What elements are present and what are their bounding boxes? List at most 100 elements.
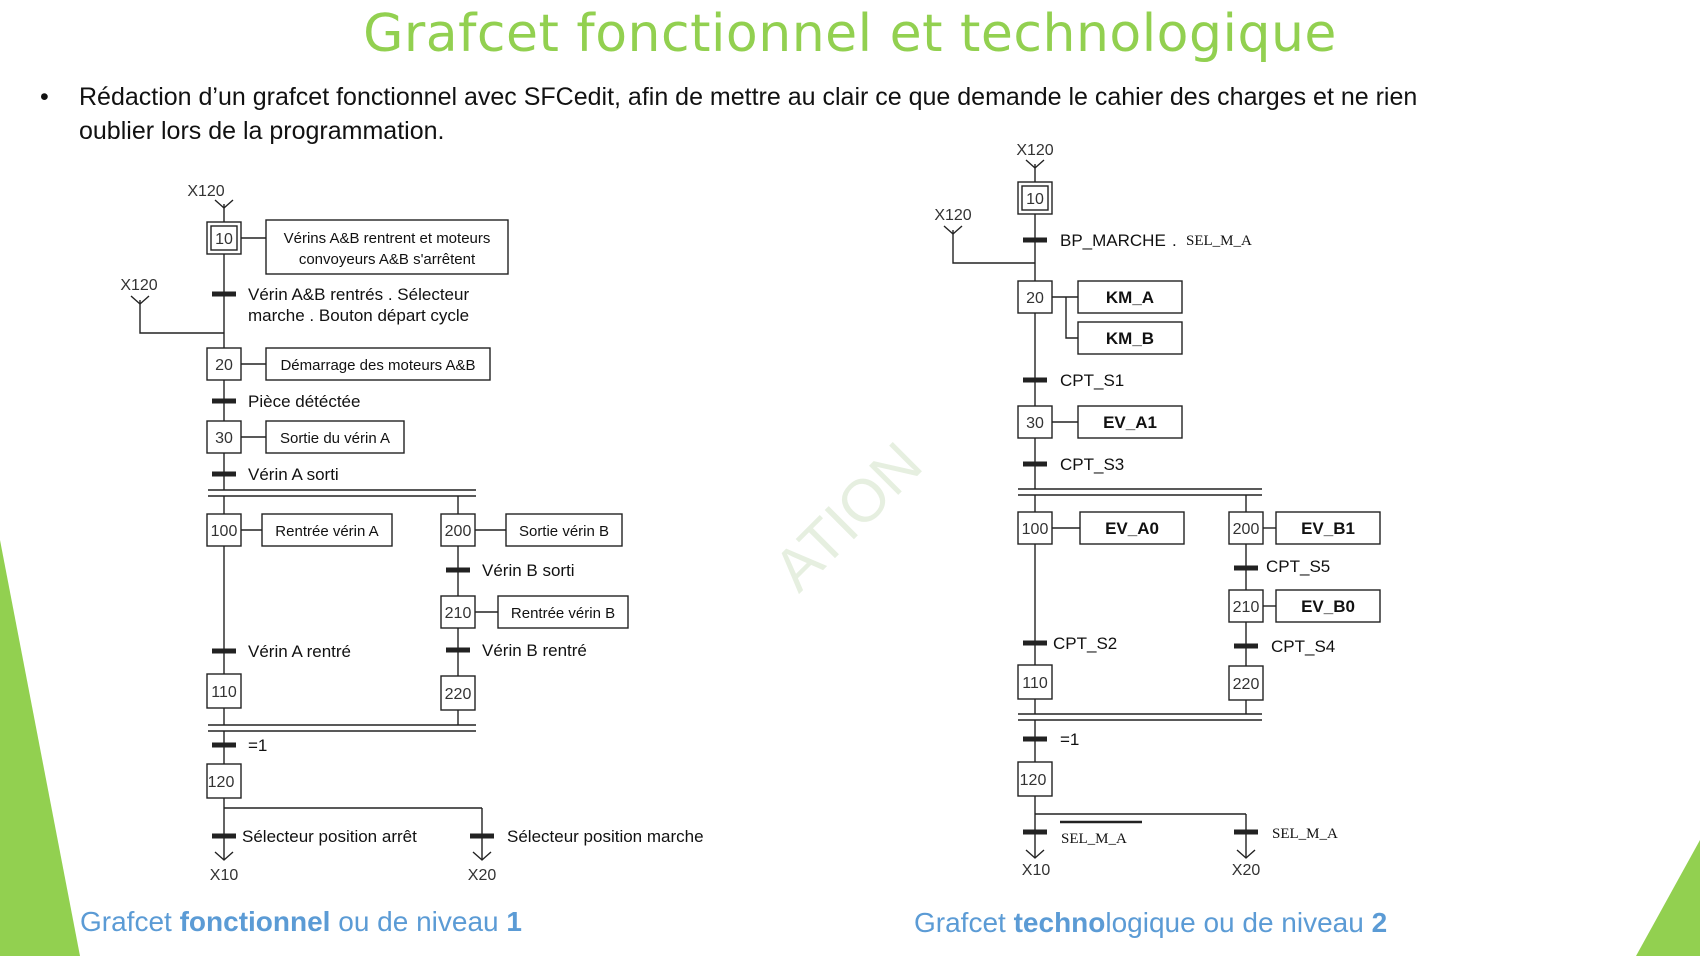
caption-functional: Grafcet fonctionnel ou de niveau 1	[80, 906, 522, 938]
caption-technological-pre: Grafcet	[914, 907, 1014, 938]
t-t-30: CPT_S3	[1060, 455, 1124, 474]
f-action-200-text: Sortie vérin B	[519, 523, 609, 540]
f-t-20: Pièce détéctée	[248, 392, 360, 411]
t-step-120-label: 120	[1020, 772, 1047, 789]
technological-grafcet: X120 10 BP_MARCHE . SEL_M_A X120 20 KM_A	[934, 142, 1381, 879]
f-action-100	[261, 513, 393, 547]
t-action-20-b-text: KM_B	[1106, 329, 1154, 348]
t-step-30-label: 30	[1026, 415, 1044, 432]
t-action-200	[1275, 511, 1381, 545]
t-step-200-label: 200	[1233, 521, 1260, 538]
caption-functional-post: ou de niveau	[330, 906, 507, 937]
f-action-10-line2: convoyeurs A&B s'arrêtent	[299, 251, 476, 268]
f-action-30-text: Sortie du vérin A	[280, 430, 390, 447]
bullet-symbol: •	[40, 83, 49, 111]
t-ref-loop: X120	[934, 207, 971, 224]
functional-grafcet: X120 10 Vérins A&B rentrent et moteurs c…	[120, 183, 704, 884]
f-step-100-label: 100	[211, 523, 238, 540]
t-step-220	[1228, 665, 1264, 701]
t-t-100: CPT_S2	[1053, 634, 1117, 653]
f-action-210	[497, 595, 629, 629]
f-step-20-label: 20	[215, 357, 233, 374]
t-t-120-left: SEL_M_A	[1061, 831, 1127, 847]
f-t-10-line1: Vérin A&B rentrés . Sélecteur	[248, 285, 469, 304]
f-t-10-line2: marche . Bouton départ cycle	[248, 306, 469, 325]
t-action-210	[1275, 589, 1381, 623]
t-out-left: X10	[1022, 862, 1051, 879]
t-action-20-a	[1077, 280, 1183, 314]
f-t-100: Vérin A rentré	[248, 642, 351, 661]
caption-functional-bold: fonctionnel	[179, 906, 331, 937]
f-ref-loop: X120	[120, 277, 157, 294]
t-action-100	[1079, 511, 1185, 545]
t-step-30	[1017, 405, 1053, 439]
f-action-210-text: Rentrée vérin B	[511, 605, 615, 622]
t-step-100-label: 100	[1022, 521, 1049, 538]
t-t-10-a: BP_MARCHE	[1060, 231, 1166, 250]
t-step-110-label: 110	[1022, 675, 1048, 692]
t-action-200-text: EV_B1	[1301, 519, 1355, 538]
t-t-120-right: SEL_M_A	[1272, 826, 1338, 842]
f-step-220-label: 220	[445, 686, 472, 703]
t-t-210: CPT_S4	[1271, 637, 1335, 656]
t-t-20: CPT_S1	[1060, 371, 1124, 390]
t-step-10-label: 10	[1026, 191, 1044, 208]
f-out-right: X20	[468, 867, 497, 884]
t-t-200: CPT_S5	[1266, 557, 1330, 576]
caption-technological-bold: techno	[1013, 907, 1106, 938]
t-step-220-label: 220	[1233, 676, 1260, 693]
f-step-30	[206, 420, 242, 454]
f-t-120-left: Sélecteur position arrêt	[242, 827, 417, 846]
t-step-200	[1228, 511, 1264, 545]
caption-functional-level: 1	[506, 906, 522, 937]
t-ref-top: X120	[1016, 142, 1053, 159]
right-accent-stripe	[1636, 840, 1700, 956]
f-t-200: Vérin B sorti	[482, 561, 575, 580]
caption-technological-post: logique ou de niveau	[1105, 907, 1372, 938]
f-step-220	[440, 675, 476, 711]
f-action-20	[265, 347, 491, 381]
f-step-210-label: 210	[445, 605, 472, 622]
caption-functional-pre: Grafcet	[80, 906, 180, 937]
t-step-120	[1017, 761, 1053, 797]
t-step-20-label: 20	[1026, 290, 1044, 307]
t-action-100-text: EV_A0	[1105, 519, 1159, 538]
f-action-30	[265, 420, 405, 454]
left-accent-stripe	[0, 540, 80, 956]
t-action-30-text: EV_A1	[1103, 413, 1157, 432]
t-step-210-label: 210	[1233, 599, 1260, 616]
f-ref-top: X120	[187, 183, 224, 200]
f-step-200-label: 200	[445, 523, 472, 540]
t-action-20-a-text: KM_A	[1106, 288, 1154, 307]
t-step-210	[1228, 589, 1264, 623]
t-action-20-b	[1077, 321, 1183, 355]
page-title: Grafcet fonctionnel et technologique	[363, 4, 1337, 64]
f-step-10-label: 10	[215, 231, 233, 248]
f-t-210: Vérin B rentré	[482, 641, 587, 660]
f-action-200	[505, 513, 623, 547]
f-action-20-text: Démarrage des moteurs A&B	[280, 357, 475, 374]
caption-technological: Grafcet technologique ou de niveau 2	[914, 907, 1387, 939]
f-step-110-label: 110	[211, 684, 237, 701]
t-t-10-b: SEL_M_A	[1186, 233, 1252, 249]
f-step-120	[206, 763, 242, 799]
f-step-20	[206, 347, 242, 381]
t-out-right: X20	[1232, 862, 1261, 879]
t-t-10-dot: .	[1172, 231, 1177, 250]
t-t-sync: =1	[1060, 730, 1079, 749]
t-action-210-text: EV_B0	[1301, 597, 1355, 616]
f-t-sync: =1	[248, 736, 267, 755]
f-t-30: Vérin A sorti	[248, 465, 339, 484]
f-out-left: X10	[210, 867, 239, 884]
f-action-100-text: Rentrée vérin A	[275, 523, 378, 540]
f-step-200	[440, 513, 476, 547]
f-step-30-label: 30	[215, 430, 233, 447]
f-action-10	[265, 219, 509, 275]
f-step-120-label: 120	[208, 774, 235, 791]
bullet-text: Rédaction d’un grafcet fonctionnel avec …	[79, 83, 1418, 145]
f-action-10-line1: Vérins A&B rentrent et moteurs	[284, 230, 491, 247]
caption-technological-level: 2	[1371, 907, 1388, 938]
f-t-120-right: Sélecteur position marche	[507, 827, 704, 846]
